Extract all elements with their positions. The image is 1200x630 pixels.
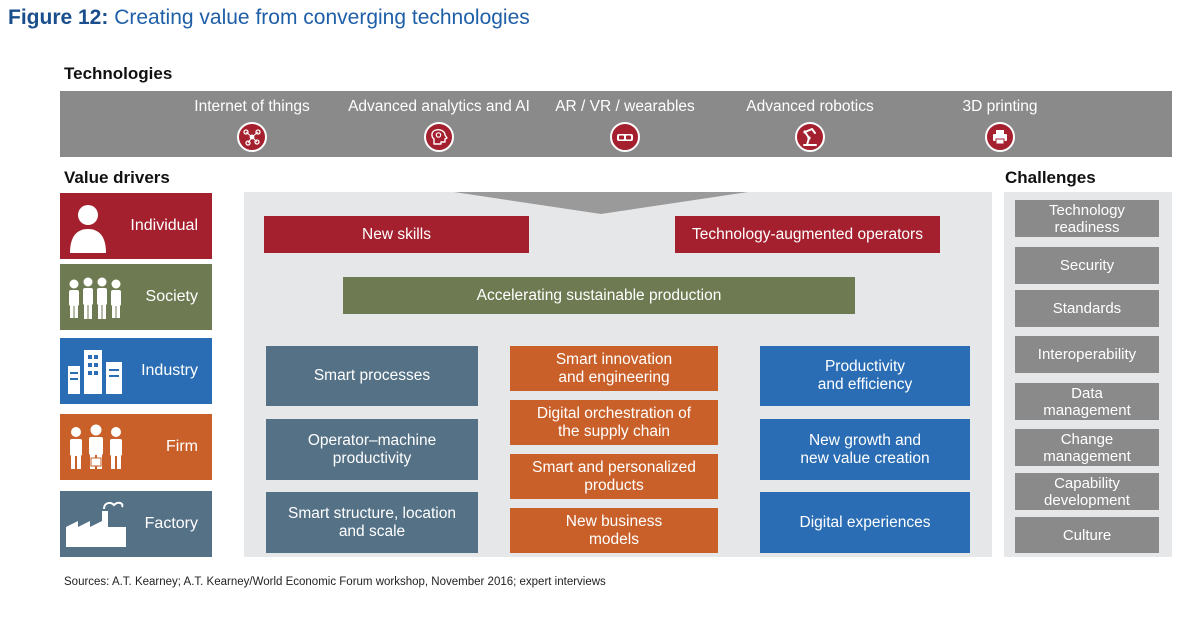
vr-goggles-icon [610,122,640,152]
challenge-interoperability: Interoperability [1015,336,1159,373]
challenges-label: Challenges [1005,168,1096,187]
person-icon [70,205,106,253]
box-new-business-models: New business models [510,508,718,553]
driver-firm: Firm [60,414,212,480]
box-digital-experiences: Digital experiences [760,492,970,553]
business-people-icon [70,424,122,469]
tech-item-iot: Internet of things [188,91,316,157]
box-new-growth: New growth and new value creation [760,419,970,480]
box-smart-innovation: Smart innovation and engineering [510,346,718,391]
tech-label: Advanced analytics and AI [348,98,530,115]
factory-icon [66,501,126,547]
tech-label: 3D printing [962,98,1038,115]
driver-label: Industry [141,362,198,379]
driver-society: Society [60,264,212,330]
brain-icon [424,122,454,152]
tech-item-3d-printing: 3D printing [944,91,1056,157]
figure-title-text: Creating value from converging technolog… [114,6,530,29]
challenge-security: Security [1015,247,1159,284]
challenge-culture: Culture [1015,517,1159,553]
figure-title: Figure 12: Creating value from convergin… [8,6,530,30]
driver-label: Society [145,288,198,305]
box-digital-orchestration: Digital orchestration of the supply chai… [510,400,718,445]
box-accelerating-sustainable-production: Accelerating sustainable production [343,277,855,314]
box-productivity-efficiency: Productivity and efficiency [760,346,970,406]
buildings-icon [68,350,122,394]
box-new-skills: New skills [264,216,529,253]
box-operator-machine-productivity: Operator–machine productivity [266,419,478,480]
driver-individual: Individual [60,193,212,259]
challenge-data-management: Data management [1015,383,1159,420]
challenge-technology-readiness: Technology readiness [1015,200,1159,237]
driver-industry: Industry [60,338,212,404]
tech-label: AR / VR / wearables [555,98,695,115]
robot-arm-icon [795,122,825,152]
challenge-standards: Standards [1015,290,1159,327]
tech-item-ar-vr: AR / VR / wearables [550,91,700,157]
tech-label: Internet of things [194,98,310,115]
driver-label: Individual [130,217,198,234]
tech-label: Advanced robotics [746,98,874,115]
box-technology-augmented-operators: Technology-augmented operators [675,216,940,253]
printer-icon [985,122,1015,152]
challenge-capability-development: Capability development [1015,473,1159,510]
box-smart-structure: Smart structure, location and scale [266,492,478,553]
iot-icon [237,122,267,152]
driver-label: Factory [144,515,198,532]
driver-label: Firm [166,438,198,455]
technologies-bar: Internet of things Advanced analytics an… [60,91,1172,157]
challenge-change-management: Change management [1015,429,1159,466]
crowd-icon [69,277,121,319]
box-smart-personalized-products: Smart and personalized products [510,454,718,499]
technology-funnel-arrow [454,192,748,214]
tech-item-robotics: Advanced robotics [738,91,882,157]
box-smart-processes: Smart processes [266,346,478,406]
driver-factory: Factory [60,491,212,557]
tech-item-analytics-ai: Advanced analytics and AI [344,91,534,157]
source-note: Sources: A.T. Kearney; A.T. Kearney/Worl… [64,576,606,588]
technologies-label: Technologies [64,64,173,83]
figure-number: Figure 12: [8,6,109,29]
value-drivers-label: Value drivers [64,168,170,187]
